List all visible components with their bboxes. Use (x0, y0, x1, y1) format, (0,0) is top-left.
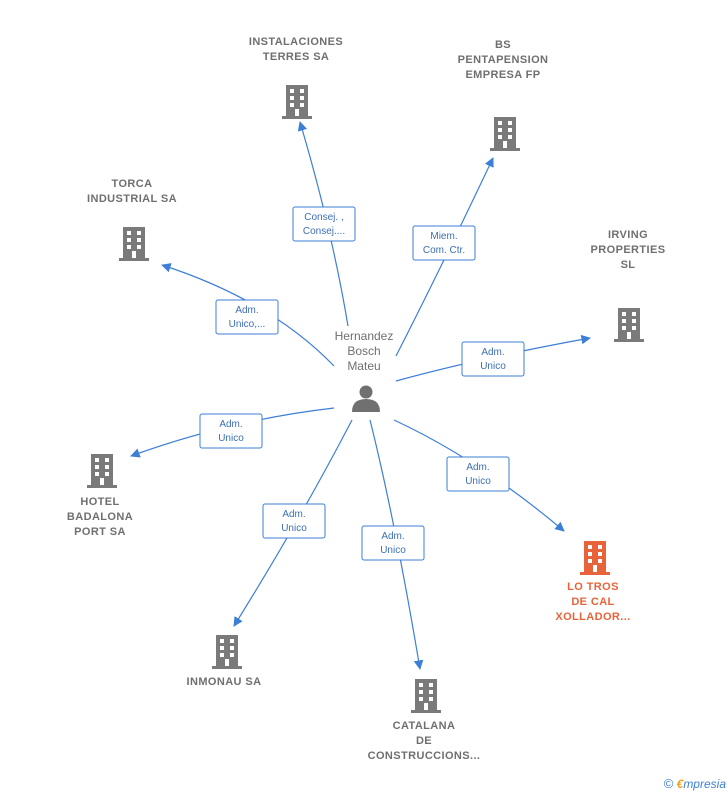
relation-badge-box (361, 525, 425, 561)
company-name: PROPERTIES (591, 244, 666, 256)
brand-initial: € (676, 777, 684, 791)
company-name: INDUSTRIAL SA (87, 193, 177, 205)
company-name: PORT SA (74, 526, 126, 538)
building-icon (614, 308, 644, 342)
company-name: LO TROS (567, 581, 619, 593)
relation-badge-box (446, 456, 510, 492)
relation-label: Unico (281, 523, 307, 534)
building-icon (212, 635, 242, 669)
relation-badge-box (199, 413, 263, 449)
company-name: DE CAL (571, 596, 614, 608)
relation-badge[interactable]: Adm. Unico,... (215, 299, 279, 335)
relation-edge-catalana: Adm. Unico (361, 419, 425, 670)
edge-line (395, 157, 494, 357)
relation-label: Unico (218, 433, 244, 444)
relation-badge[interactable]: Adm. Unico (199, 413, 263, 449)
relation-edge-irving: Adm. Unico (395, 334, 591, 382)
relation-badge[interactable]: Adm. Unico (262, 503, 326, 539)
company-name: INSTALACIONES (249, 36, 343, 48)
company-name: HOTEL (80, 496, 119, 508)
company-node-lotros[interactable]: LO TROS DE CAL XOLLADOR... (555, 541, 630, 623)
company-node-catalana[interactable]: CATALANA DE CONSTRUCCIONS... (368, 679, 481, 762)
relation-edge-torca: Adm. Unico,... (161, 263, 335, 367)
company-node-inmonau[interactable]: INMONAU SA (187, 635, 262, 688)
relation-badge-box (215, 299, 279, 335)
company-node-irving[interactable]: IRVING PROPERTIES SL (591, 229, 666, 342)
relation-edge-lotros: Adm. Unico (393, 419, 565, 532)
building-icon (411, 679, 441, 713)
company-name: CONSTRUCCIONS... (368, 750, 481, 762)
relation-edge-hotel: Adm. Unico (130, 407, 335, 458)
relation-badge[interactable]: Adm. Unico (446, 456, 510, 492)
relation-label: Unico (465, 476, 491, 487)
company-node-bs[interactable]: BS PENTAPENSION EMPRESA FP (458, 39, 549, 151)
relation-label: Adm. (481, 347, 504, 358)
relation-label: Unico (480, 361, 506, 372)
company-node-torca[interactable]: TORCA INDUSTRIAL SA (87, 178, 177, 261)
relation-label: Com. Ctr. (423, 245, 465, 256)
relation-badge-box (262, 503, 326, 539)
relation-label: Adm. (219, 419, 242, 430)
building-icon (87, 454, 117, 488)
relation-label: Adm. (282, 509, 305, 520)
relation-label: Unico,... (229, 319, 266, 330)
relation-label: Adm. (235, 305, 258, 316)
relation-badge-box (461, 341, 525, 377)
person-icon (352, 385, 380, 412)
relation-badge[interactable]: Miem. Com. Ctr. (412, 225, 476, 261)
relation-badge[interactable]: Adm. Unico (461, 341, 525, 377)
person-name: Hernandez (335, 329, 394, 343)
company-name: XOLLADOR... (555, 611, 630, 623)
person-name: Mateu (347, 359, 380, 373)
company-name: DE (416, 735, 432, 747)
brand-name: mpresia (683, 777, 726, 791)
relation-label: Miem. (430, 231, 457, 242)
copyright-symbol: © (663, 776, 674, 791)
relation-label: Adm. (381, 531, 404, 542)
relation-badge-box (412, 225, 476, 261)
company-name: SL (621, 259, 636, 271)
building-icon (119, 227, 149, 261)
company-name: TERRES SA (263, 51, 330, 63)
building-icon (580, 541, 610, 575)
relation-badge[interactable]: Consej. , Consej.... (292, 206, 356, 242)
company-name: INMONAU SA (187, 676, 262, 688)
company-node-hotel[interactable]: HOTEL BADALONA PORT SA (67, 454, 133, 538)
relation-label: Consej. , (304, 212, 343, 223)
building-icon (282, 85, 312, 119)
relation-label: Consej.... (303, 226, 345, 237)
company-name: TORCA (112, 178, 153, 190)
relation-badge[interactable]: Adm. Unico (361, 525, 425, 561)
company-name: BS (495, 39, 511, 51)
relation-edge-instalaciones: Consej. , Consej.... (292, 121, 356, 327)
relation-label: Adm. (466, 462, 489, 473)
relation-edge-inmonau: Adm. Unico (233, 419, 353, 627)
company-name: BADALONA (67, 511, 133, 523)
company-name: CATALANA (393, 720, 456, 732)
person-name: Bosch (347, 344, 380, 358)
company-node-instalaciones[interactable]: INSTALACIONES TERRES SA (249, 36, 343, 119)
building-icon (490, 117, 520, 151)
company-name: EMPRESA FP (465, 69, 540, 81)
company-name: PENTAPENSION (458, 54, 549, 66)
company-name: IRVING (608, 229, 648, 241)
relation-label: Unico (380, 545, 406, 556)
relation-edge-bs: Miem. Com. Ctr. (395, 157, 494, 357)
brand-watermark: © €mpresia (664, 776, 726, 791)
relation-badge-box (292, 206, 356, 242)
